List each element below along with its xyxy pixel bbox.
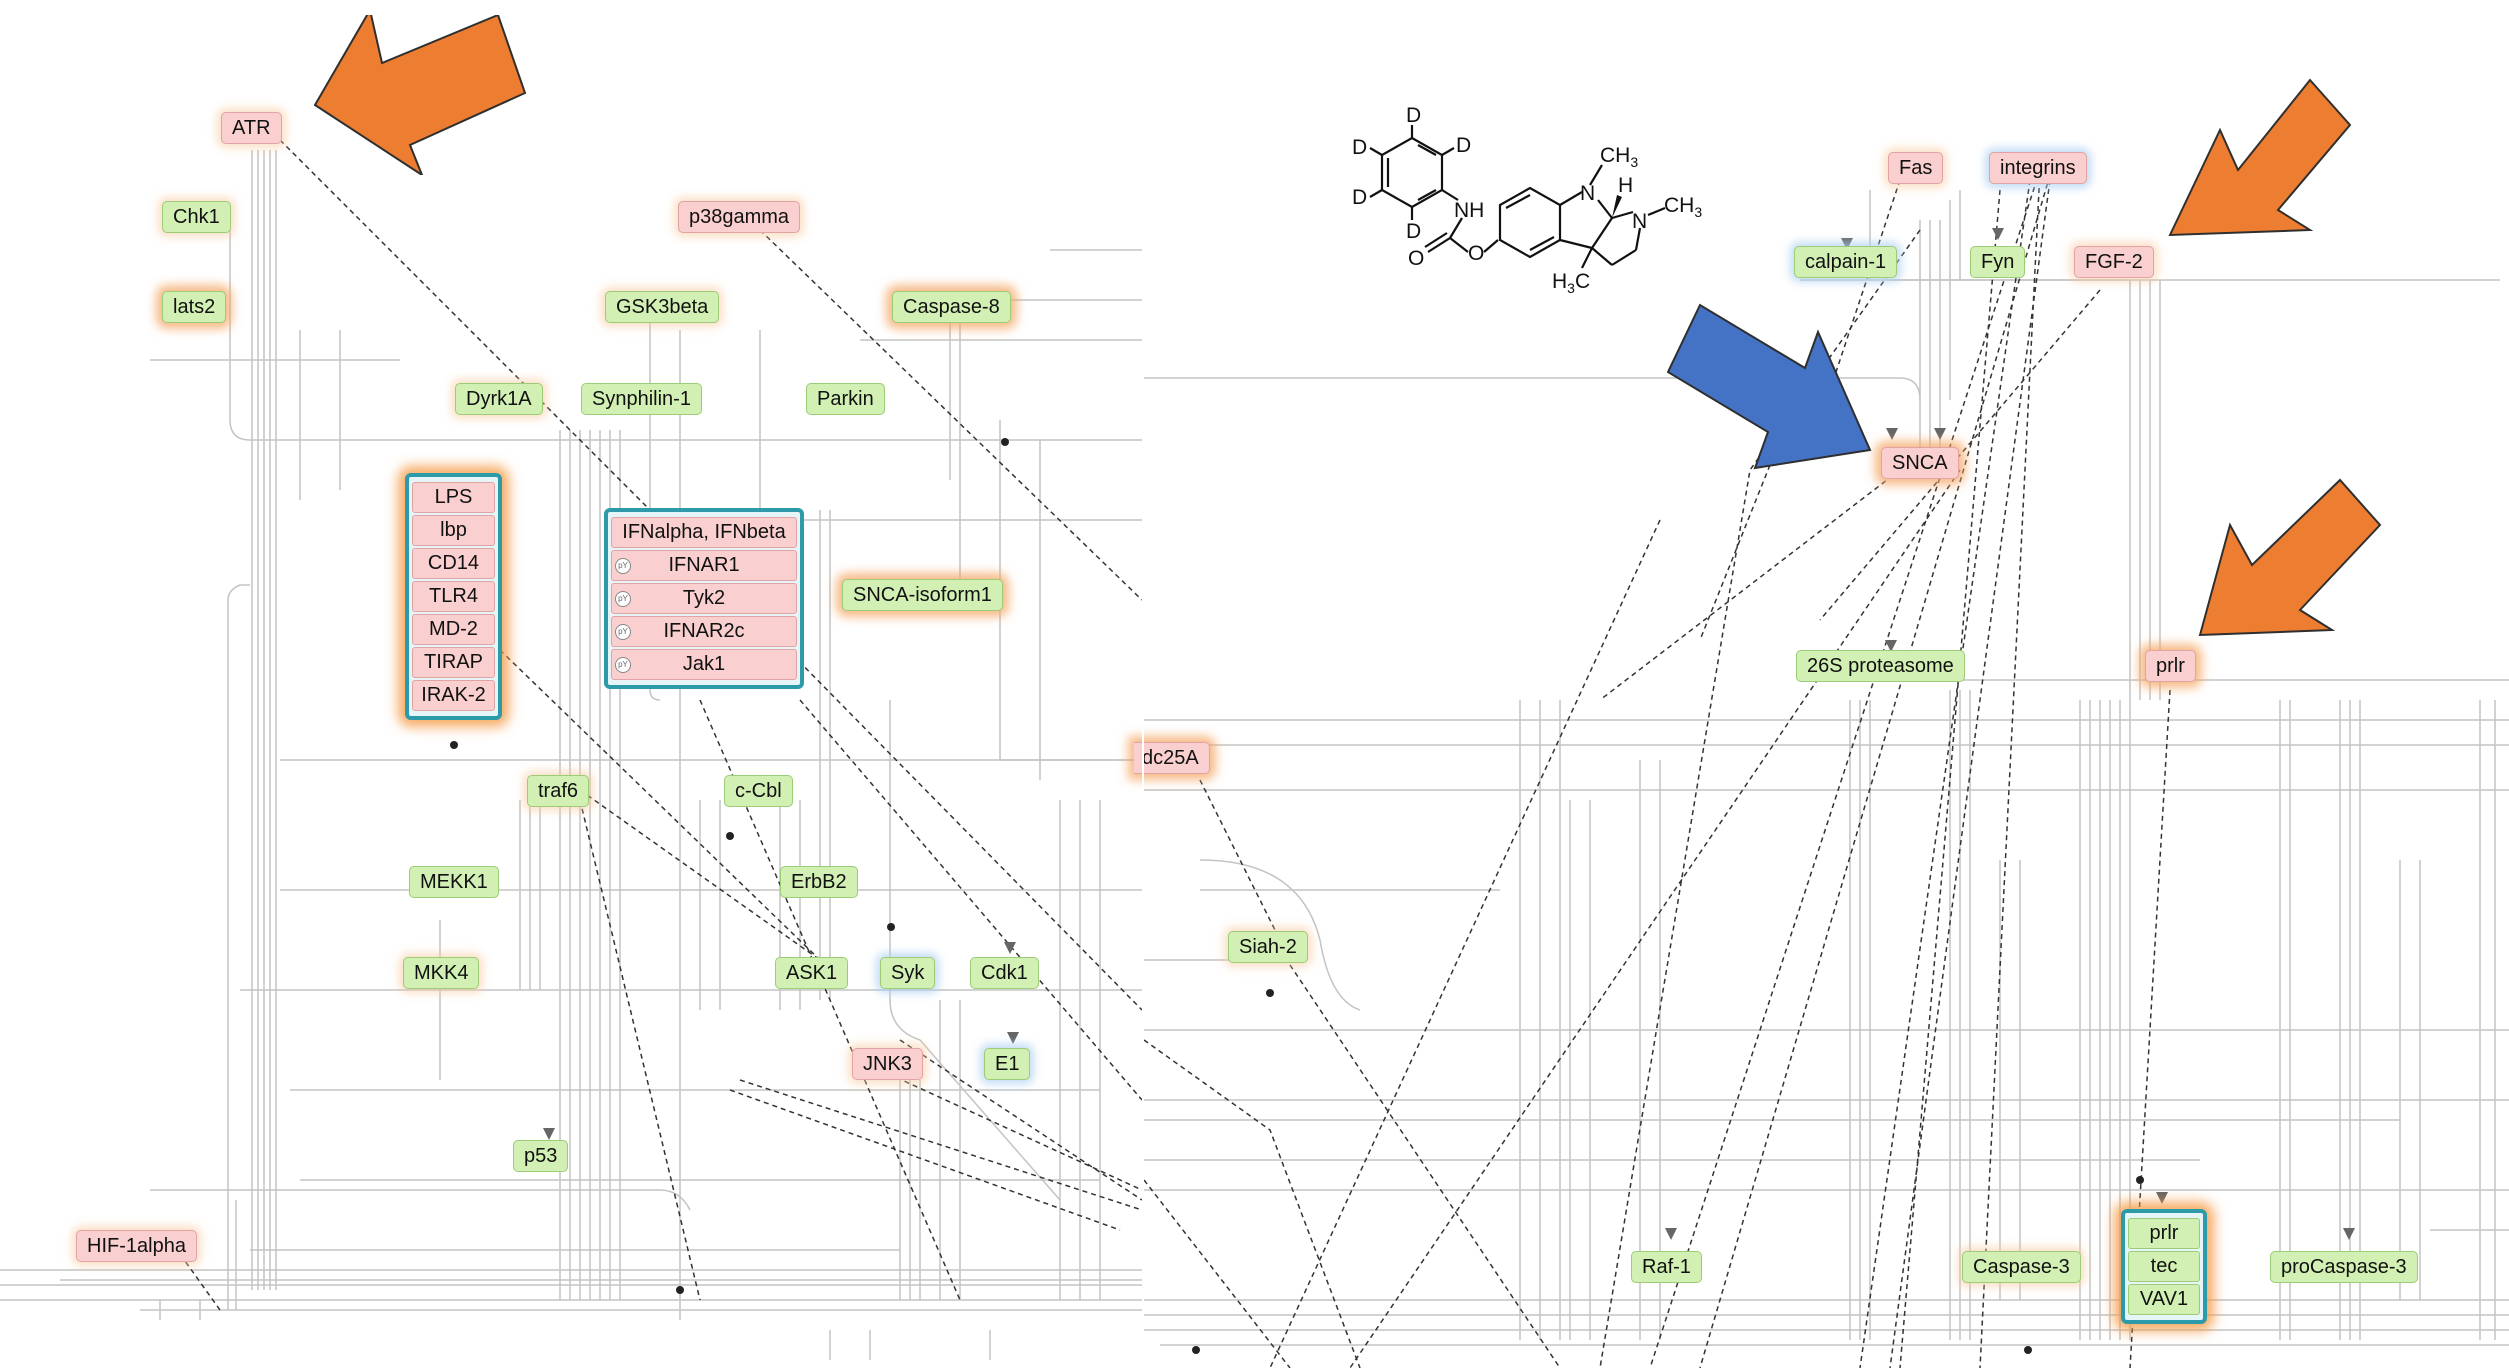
- phospho-icon: pY: [615, 624, 631, 640]
- phospho-icon: pY: [615, 657, 631, 673]
- complex-member: pY IFNAR1: [611, 550, 797, 581]
- complex-member-label: Jak1: [682, 653, 726, 675]
- node-traf6[interactable]: traf6: [527, 775, 590, 807]
- complex-member-label: Tyk2: [682, 587, 726, 609]
- complex-member: tec: [2128, 1251, 2200, 1282]
- node-mkk4[interactable]: MKK4: [403, 957, 480, 989]
- node-fgf2[interactable]: FGF-2: [2074, 246, 2154, 278]
- complex-member-label: IFNAR1: [668, 554, 740, 576]
- node-jnk3[interactable]: JNK3: [852, 1048, 923, 1080]
- node-hif1alpha[interactable]: HIF-1alpha: [76, 1230, 197, 1262]
- label-n: N: [1632, 210, 1647, 233]
- complex-member: pY Tyk2: [611, 583, 797, 614]
- complex-member: IFNalpha, IFNbeta: [611, 517, 797, 548]
- label-d: D: [1406, 220, 1421, 243]
- label-h: H: [1618, 174, 1633, 197]
- node-fyn[interactable]: Fyn: [1970, 246, 2026, 278]
- label-nh: NH: [1454, 199, 1484, 222]
- node-erbb2[interactable]: ErbB2: [780, 866, 858, 898]
- node-snca-isoform1[interactable]: SNCA-isoform1: [842, 579, 1003, 611]
- complex-ifn[interactable]: IFNalpha, IFNbeta pY IFNAR1 pY Tyk2 pY IFNA…: [604, 508, 804, 689]
- complex-member: prlr: [2128, 1218, 2200, 1249]
- node-integrins[interactable]: integrins: [1989, 152, 2087, 184]
- label-d: D: [1406, 104, 1421, 127]
- complex-member: pY Jak1: [611, 649, 797, 680]
- complex-member: lbp: [412, 515, 495, 546]
- node-gsk3beta[interactable]: GSK3beta: [605, 291, 720, 323]
- node-fas[interactable]: Fas: [1888, 152, 1944, 184]
- node-parkin[interactable]: Parkin: [806, 383, 885, 415]
- node-c-cbl[interactable]: c-Cbl: [724, 775, 793, 807]
- node-mekk1[interactable]: MEKK1: [409, 866, 499, 898]
- label-ch3: CH3: [1664, 194, 1702, 220]
- node-prlr[interactable]: prlr: [2145, 650, 2196, 682]
- node-p38gamma[interactable]: p38gamma: [678, 201, 801, 233]
- label-d: D: [1352, 186, 1367, 209]
- label-o: O: [1408, 247, 1424, 270]
- node-ask1[interactable]: ASK1: [775, 957, 849, 989]
- complex-member: IRAK-2: [412, 680, 495, 711]
- node-p53[interactable]: p53: [513, 1140, 569, 1172]
- panel-divider: [1142, 0, 1144, 1368]
- node-dyrk1a[interactable]: Dyrk1A: [455, 383, 543, 415]
- orange-arrow-fgf2: [2168, 78, 2352, 237]
- complex-member-label: IFNAR2c: [663, 620, 745, 642]
- phospho-icon: pY: [615, 591, 631, 607]
- label-o: O: [1468, 242, 1484, 265]
- complex-member: pY IFNAR2c: [611, 616, 797, 647]
- label-n: N: [1580, 182, 1595, 205]
- complex-member: TIRAP: [412, 647, 495, 678]
- node-e1[interactable]: E1: [984, 1048, 1031, 1080]
- orange-arrow-atr: [313, 15, 527, 175]
- label-ch3: CH3: [1600, 144, 1638, 170]
- node-caspase3[interactable]: Caspase-3: [1962, 1251, 2081, 1283]
- node-atr[interactable]: ATR: [221, 112, 282, 144]
- complex-member: MD-2: [412, 614, 495, 645]
- node-cdc25a[interactable]: dc25A: [1134, 742, 1210, 774]
- orange-arrow-prlr: [2198, 478, 2382, 637]
- node-26s-proteasome[interactable]: 26S proteasome: [1796, 650, 1965, 682]
- node-lats2[interactable]: lats2: [162, 291, 227, 323]
- node-procaspase3[interactable]: proCaspase-3: [2270, 1251, 2418, 1283]
- complex-lps[interactable]: LPS lbp CD14 TLR4 MD-2 TIRAP IRAK-2: [405, 473, 502, 720]
- node-caspase8[interactable]: Caspase-8: [892, 291, 1011, 323]
- label-d: D: [1352, 136, 1367, 159]
- label-d: D: [1456, 134, 1471, 157]
- node-raf1[interactable]: Raf-1: [1631, 1251, 1702, 1283]
- node-syk[interactable]: Syk: [880, 957, 936, 989]
- complex-member: CD14: [412, 548, 495, 579]
- node-calpain1[interactable]: calpain-1: [1794, 246, 1898, 278]
- node-snca[interactable]: SNCA: [1881, 447, 1959, 479]
- phospho-icon: pY: [615, 558, 631, 574]
- node-cdk1[interactable]: Cdk1: [970, 957, 1039, 989]
- complex-prlr[interactable]: prlr tec VAV1: [2121, 1209, 2207, 1324]
- molecule-structure: D D D D D NH O O N N H CH3 CH3 H3C: [1352, 104, 1702, 296]
- node-chk1[interactable]: Chk1: [162, 201, 231, 233]
- node-siah2[interactable]: Siah-2: [1228, 931, 1308, 963]
- label-h3c: H3C: [1552, 270, 1590, 296]
- complex-member: LPS: [412, 482, 495, 513]
- complex-member: VAV1: [2128, 1284, 2200, 1315]
- node-synphilin1[interactable]: Synphilin-1: [581, 383, 702, 415]
- complex-member: TLR4: [412, 581, 495, 612]
- blue-arrow-snca: [1666, 303, 1872, 470]
